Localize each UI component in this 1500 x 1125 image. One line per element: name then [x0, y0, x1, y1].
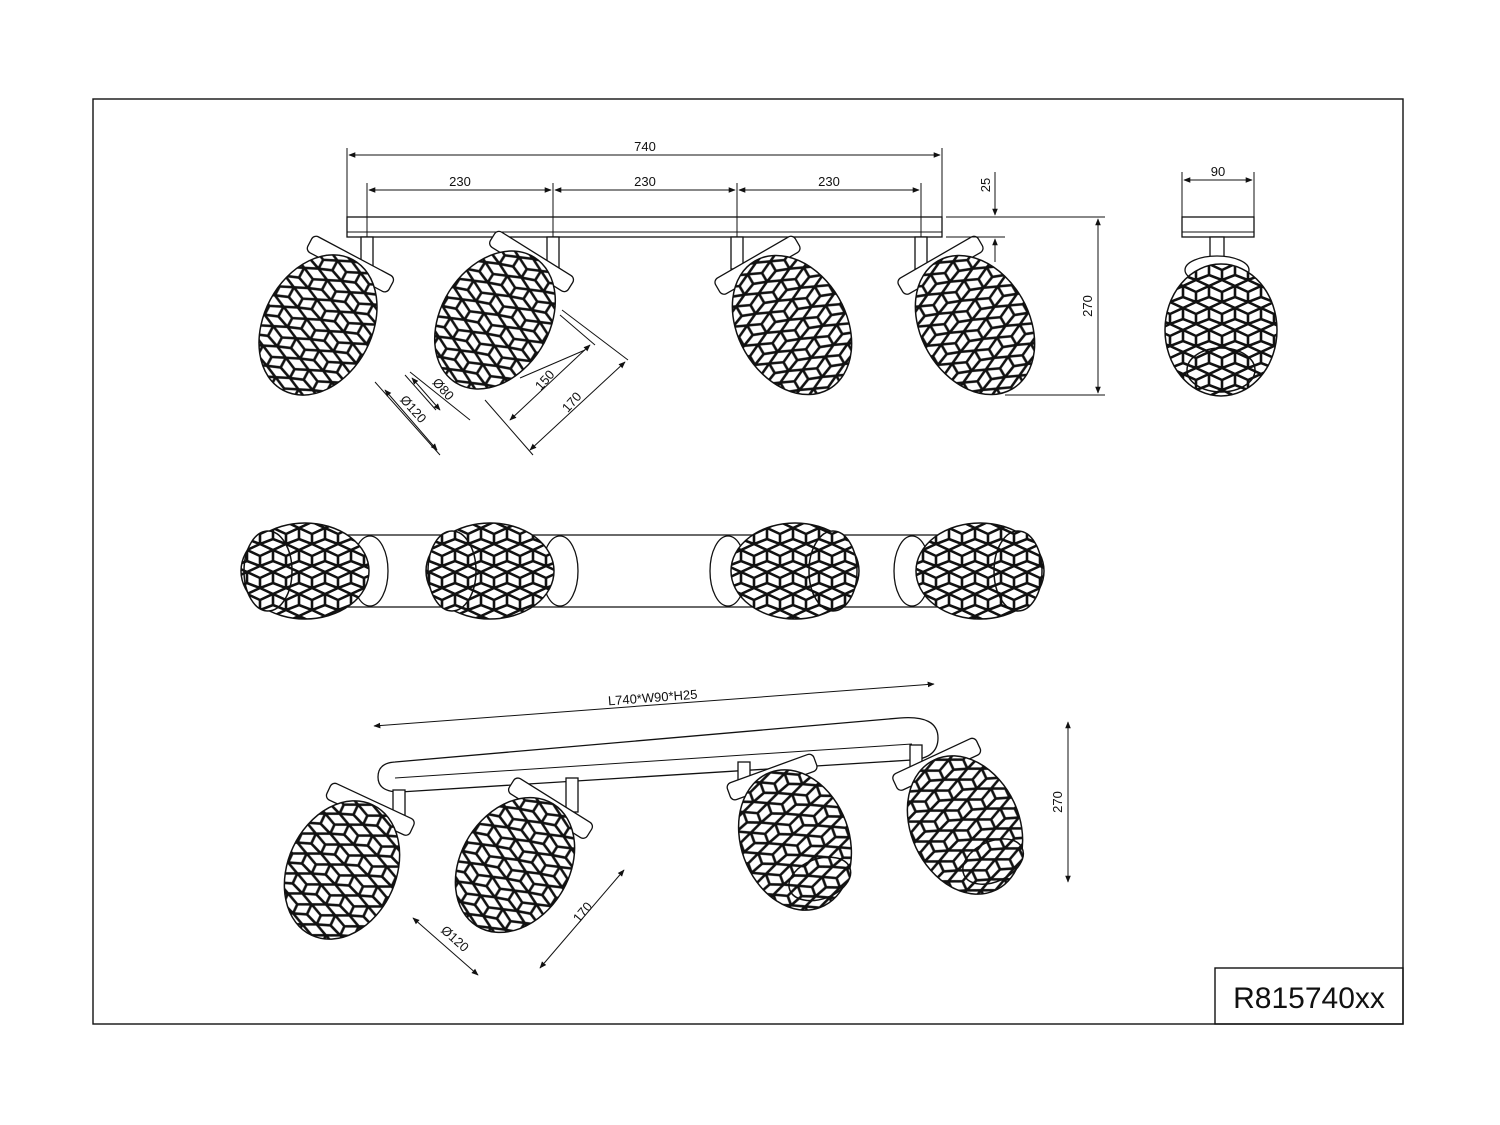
dim-perspective-size: L740*W90*H25 — [607, 687, 697, 709]
dim-spacing: 230 — [634, 174, 656, 189]
stem — [1209, 236, 1225, 258]
drawing-frame — [92, 98, 1404, 1025]
top-shade — [915, 522, 1045, 620]
side-view: 90 — [1164, 164, 1278, 397]
top-view — [240, 522, 1045, 620]
dim-total-height: 270 — [1080, 295, 1095, 317]
spot-shade — [897, 235, 1036, 396]
dim-total-length: 740 — [634, 139, 656, 154]
stem — [565, 777, 579, 813]
model-code-box: R815740xx — [1214, 967, 1404, 1025]
dim-side-width: 90 — [1211, 164, 1225, 179]
top-shade — [425, 522, 555, 620]
front-view: 740 230 230 230 25 270 Ø80 Ø120 — [258, 139, 1105, 456]
perspective-view: L740*W90*H25 270 Ø120 170 — [283, 681, 1071, 976]
dim-bar-height: 25 — [978, 178, 993, 192]
top-shade — [730, 522, 860, 620]
perspective-shade — [892, 737, 1025, 895]
perspective-mounting-bar — [377, 717, 939, 793]
dim-perspective-diameter: Ø120 — [438, 922, 472, 954]
front-mounting-bar — [346, 216, 943, 238]
dim-spacing: 230 — [818, 174, 840, 189]
dim-shade-total-length: 170 — [559, 389, 585, 415]
dim-spacing: 230 — [449, 174, 471, 189]
dim-perspective-height: 270 — [1050, 791, 1065, 813]
spot-shade — [258, 235, 395, 396]
perspective-shade — [283, 782, 415, 940]
spot-shade — [714, 235, 853, 396]
perspective-shade — [726, 753, 853, 911]
dim-perspective-length: 170 — [570, 899, 595, 925]
model-code: R815740xx — [1233, 982, 1385, 1015]
top-shade — [240, 522, 370, 620]
side-mounting-bar — [1181, 216, 1255, 238]
